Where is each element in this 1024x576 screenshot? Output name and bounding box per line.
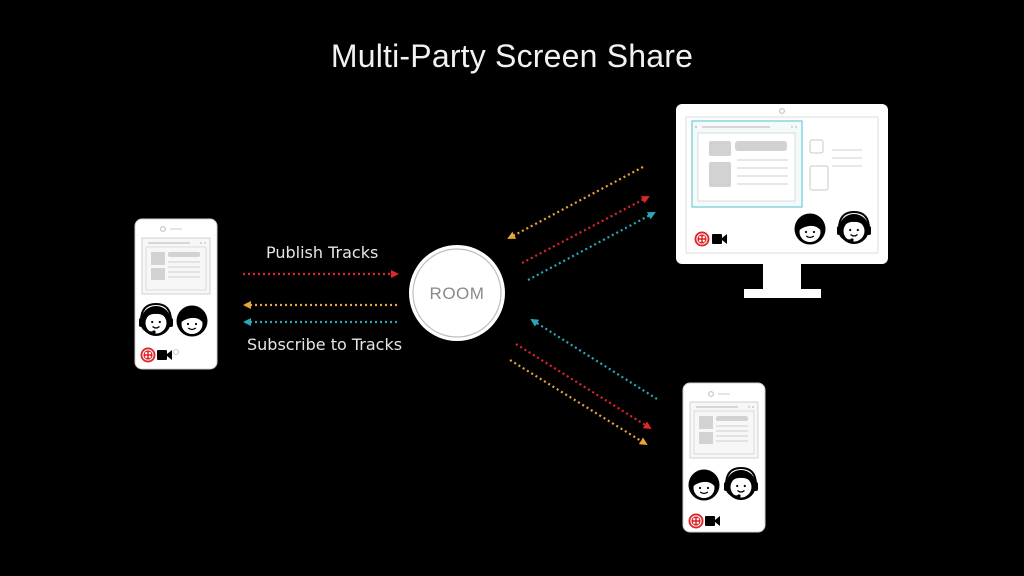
twilio-logo-icon bbox=[688, 513, 704, 529]
twilio-logo-icon bbox=[694, 231, 710, 247]
monitor-subscribe-arrow-red bbox=[521, 196, 650, 264]
monitor-subscribe-arrow-teal bbox=[527, 212, 656, 281]
left-phone-screen bbox=[141, 237, 211, 295]
twilio-logo-icon bbox=[140, 347, 156, 363]
monitor-publish-arrow bbox=[507, 166, 644, 239]
right-phone-screen bbox=[689, 401, 759, 459]
phone-subscribe-arrow-red bbox=[515, 343, 652, 430]
phone-subscribe-arrow-orange bbox=[509, 359, 648, 446]
room-node: ROOM bbox=[409, 245, 505, 341]
room-label: ROOM bbox=[430, 284, 485, 303]
woman-face-icon bbox=[793, 212, 827, 246]
woman-face-icon bbox=[687, 468, 721, 502]
left-phone bbox=[134, 218, 218, 370]
woman-face-icon bbox=[175, 304, 209, 338]
page-title: Multi-Party Screen Share bbox=[330, 38, 694, 74]
right-phone bbox=[682, 382, 766, 533]
subscribe-tracks-label: Subscribe to Tracks bbox=[247, 335, 403, 354]
publish-tracks-label: Publish Tracks bbox=[266, 243, 379, 262]
desktop-monitor bbox=[676, 104, 888, 298]
arrows bbox=[243, 166, 658, 446]
phone-publish-arrow bbox=[530, 318, 658, 400]
shared-screen-window bbox=[691, 120, 803, 208]
